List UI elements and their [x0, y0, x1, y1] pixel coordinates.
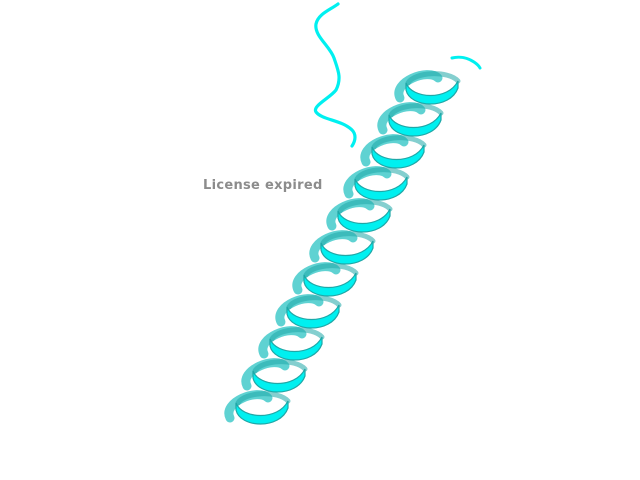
helix-front-ribbon: [354, 176, 408, 201]
helix-inner-surface: [286, 295, 342, 310]
license-watermark: License expired: [203, 178, 323, 193]
random-coil-tail: [313, 2, 357, 148]
helix-inner-surface: [371, 135, 427, 150]
helix-front-ribbon: [303, 272, 357, 297]
helix-front-ribbon: [235, 400, 289, 425]
helix-front-ribbon: [388, 112, 442, 137]
helix-front-ribbon: [337, 208, 391, 233]
helix-inner-surface: [320, 231, 376, 246]
helix-front-ribbon: [252, 368, 306, 393]
helix-front-ribbon: [269, 336, 323, 361]
helix-c-terminal-tail: [450, 55, 482, 70]
helix-front-ribbon: [320, 240, 374, 265]
helix-inner-surface: [269, 327, 325, 342]
helix-front-ribbon: [286, 304, 340, 329]
alpha-helix-ribbon: [224, 70, 461, 425]
helix-inner-surface: [252, 359, 308, 374]
helix-inner-surface: [303, 263, 359, 278]
helix-front-ribbon: [371, 144, 425, 169]
helix-front-ribbon: [405, 80, 459, 105]
helix-inner-surface: [354, 167, 410, 182]
helix-inner-surface: [337, 199, 393, 214]
helix-inner-surface: [235, 391, 291, 406]
helix-inner-surface: [388, 103, 444, 118]
helix-inner-surface: [405, 71, 461, 86]
helix-front-strands: [235, 71, 461, 425]
